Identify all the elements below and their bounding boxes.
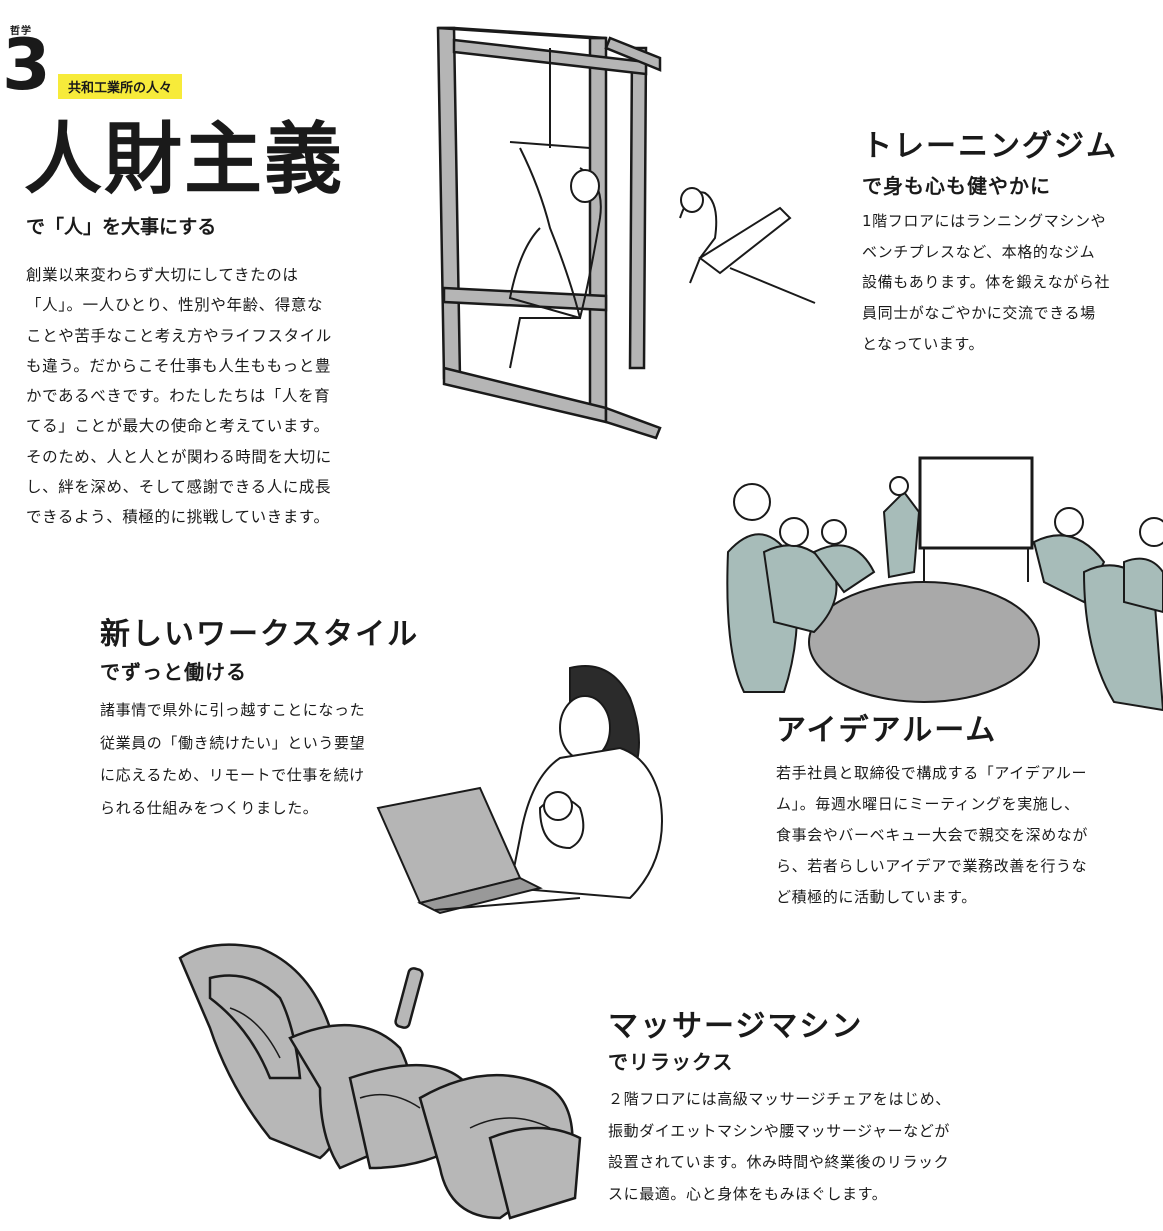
massage-heading: マッサージマシン [608, 1009, 864, 1044]
page-title: 人財主義 [24, 114, 345, 205]
idea-room-paragraph: 若手社員と取締役で構成する「アイデアルー ム」。毎週水曜日にミーティングを実施し… [776, 764, 1089, 906]
idea-room-heading: アイデアルーム [776, 713, 998, 748]
remote-work-illustration [376, 665, 663, 915]
philosophy-number: 3 [2, 24, 51, 106]
gym-paragraph: 1階フロアにはランニングマシンや ベンチプレスなど、本格的なジム 設備もあります… [862, 212, 1111, 353]
massage-chair-illustration [178, 943, 582, 1220]
tagline-badge: 共和工業所の人々 [58, 74, 183, 99]
gym-heading: トレーニングジム [862, 129, 1118, 164]
page-subtitle: で「人」を大事にする [26, 216, 217, 238]
philosophy-label: 哲学 [10, 26, 32, 37]
gym-subheading: で身も心も健やかに [862, 174, 1051, 198]
training-gym-illustration [436, 26, 816, 440]
workstyle-subheading: でずっと働ける [100, 660, 247, 684]
massage-subheading: でリラックス [608, 1050, 734, 1074]
intro-paragraph: 創業以来変わらず大切にしてきたのは 「人」。一人ひとり、性別や年齢、得意な こと… [26, 266, 332, 527]
workstyle-heading: 新しいワークスタイル [100, 617, 420, 652]
idea-room-illustration [726, 456, 1163, 712]
workstyle-paragraph: 諸事情で県外に引っ越すことになった 従業員の「働き続けたい」という要望 に応える… [100, 701, 366, 818]
massage-paragraph: ２階フロアには高級マッサージチェアをはじめ、 振動ダイエットマシンや腰マッサージ… [608, 1090, 951, 1203]
